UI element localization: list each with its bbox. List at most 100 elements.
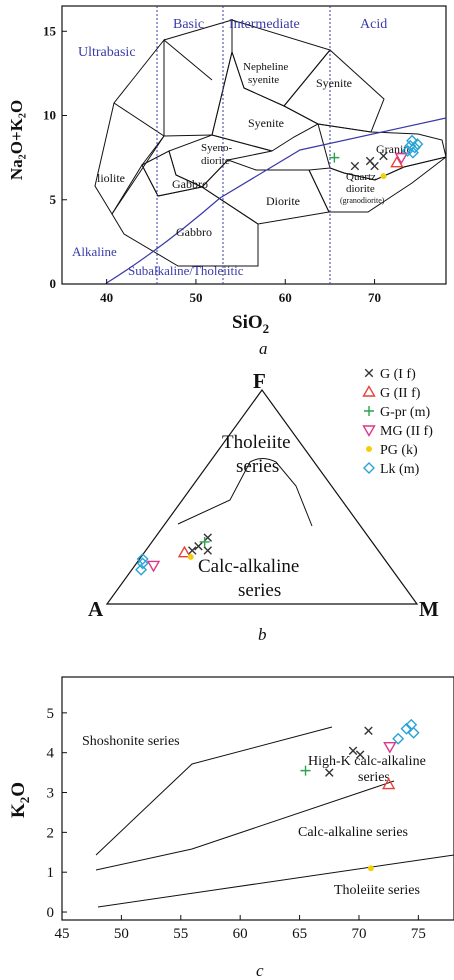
legend-label: Lk (m) [380, 462, 420, 477]
k2o-point [364, 726, 373, 736]
afm-point [177, 545, 192, 558]
field-divider-4 [163, 134, 213, 137]
legend-label: G (II f) [380, 386, 421, 401]
legend-marker [364, 368, 374, 378]
legend: G (I f)G (II f)G-pr (m)MG (II f)PG (k)Lk… [362, 367, 433, 477]
tas-point [379, 151, 388, 161]
afm-point [194, 541, 203, 551]
region-label-calc-alkaline: Calc-alkaline [198, 556, 299, 577]
k2o-y-axis-title-tail: O [8, 782, 29, 797]
series-label-high-k: High-K calc-alkaline [308, 754, 426, 769]
k2o-x-tick-label: 55 [173, 926, 188, 942]
tas-point [329, 152, 340, 163]
zone-label-basic: Basic [173, 17, 204, 32]
tas-plot-frame [61, 5, 447, 285]
panel-c-label: c [256, 961, 264, 980]
rock-label-nepheline: Nepheline [243, 61, 288, 73]
tas-point [406, 146, 419, 159]
boundary-calc-alkaline [97, 854, 454, 908]
series-label-high-k-series: series [358, 770, 390, 785]
afm-point [146, 560, 161, 573]
rock-label-gabbro-b: Gabbro [176, 225, 212, 239]
k2o-x-tick-label: 50 [114, 926, 129, 942]
afm-vertex-a: A [88, 597, 104, 621]
k2o-point [355, 750, 365, 759]
tas-x-axis-title-main: SiO [232, 312, 263, 333]
k2o-x-tick-label: 75 [411, 926, 426, 942]
series-label-tholeiite: Tholeiite series [334, 883, 420, 898]
zone-label-acid: Acid [360, 17, 387, 32]
k2o-x-tick-label: 65 [292, 926, 307, 942]
k2o-point [400, 722, 413, 735]
legend-label: MG (II f) [380, 424, 433, 439]
legend-label: G (I f) [380, 367, 416, 382]
rock-label-quartz: Quartz [346, 171, 376, 183]
afm-vertex-m: M [419, 597, 439, 621]
tas-y-axis-title: Na₂O+K₂O [7, 100, 26, 180]
rock-label-diorite-a: diorite [201, 155, 230, 167]
zone-label-intermediate: Intermediate [229, 17, 300, 32]
tas-point [350, 161, 360, 171]
rock-label-liolite: liolite [97, 171, 125, 185]
rock-label-diorite-b: diorite [346, 183, 375, 195]
k2o-plot-frame [61, 676, 454, 921]
k2o-silica-diagram: Shoshonite series High-K calc-alkaline s… [8, 676, 454, 980]
afm-point [199, 536, 210, 547]
k2o-y-axis-title-sub: 2 [17, 797, 32, 804]
field-divider-1 [113, 102, 165, 137]
tas-diagram: Basic Intermediate Acid Ultrabasic Nephe… [7, 5, 447, 358]
k2o-boundary-lines [95, 726, 454, 908]
series-label-calc-alkaline: Calc-alkaline series [298, 825, 408, 840]
k2o-y-tick-label: 0 [47, 905, 55, 921]
k2o-point [407, 726, 420, 739]
panel-a-label: a [259, 339, 268, 358]
field-gabbro-lower [111, 163, 259, 267]
legend-marker [363, 462, 375, 474]
k2o-point [392, 732, 405, 745]
legend-marker [362, 385, 376, 397]
alkaline-divide-line [104, 117, 447, 285]
tas-point [408, 141, 421, 154]
afm-point [203, 546, 212, 555]
afm-point [135, 563, 148, 576]
tas-y-tick-label: 5 [50, 192, 57, 207]
field-divider-5 [211, 51, 233, 136]
tas-x-tick-label: 50 [189, 290, 202, 305]
field-divider-2 [141, 135, 165, 166]
legend-label: G-pr (m) [380, 405, 430, 420]
rock-label-gabbro-a: Gabbro [172, 177, 208, 191]
afm-diagram: F A M Tholeiite series Calc-alkaline ser… [88, 369, 439, 644]
tas-x-tick-label: 70 [368, 290, 381, 305]
zone-label-ultrabasic: Ultrabasic [78, 45, 136, 60]
tas-field-boundaries [94, 19, 447, 267]
afm-data-points [135, 533, 212, 576]
k2o-y-axis-title-main: K [8, 803, 29, 818]
rock-label-granodiorite: (granodiorite) [340, 196, 385, 205]
afm-dividing-curve [177, 458, 313, 527]
field-liolite [94, 38, 165, 215]
rock-label-syeno: Syeno- [201, 142, 233, 154]
k2o-x-tick-label: 60 [233, 926, 248, 942]
k2o-point [348, 746, 358, 755]
series-label-shoshonite: Shoshonite series [82, 734, 180, 749]
series-label-alkaline: Alkaline [72, 244, 117, 259]
afm-triangle [105, 388, 419, 605]
afm-vertex-f: F [253, 369, 266, 393]
k2o-x-tick-label: 70 [351, 926, 366, 942]
tas-y-tick-label: 15 [43, 23, 57, 38]
region-label-calc-alkaline-series: series [238, 580, 281, 601]
rock-label-syenite-c: Syenite [248, 116, 284, 130]
k2o-y-tick-label: 1 [47, 865, 55, 881]
k2o-point [325, 768, 334, 777]
tas-x-tick-label: 60 [279, 290, 292, 305]
boundary-high-k [95, 780, 395, 871]
tas-point [380, 173, 387, 180]
tas-point [411, 138, 424, 151]
field-divider-6 [163, 39, 213, 81]
afm-point [187, 553, 194, 560]
afm-point [188, 546, 197, 555]
tas-y-tick-label: 0 [50, 276, 57, 291]
legend-marker [362, 425, 376, 437]
